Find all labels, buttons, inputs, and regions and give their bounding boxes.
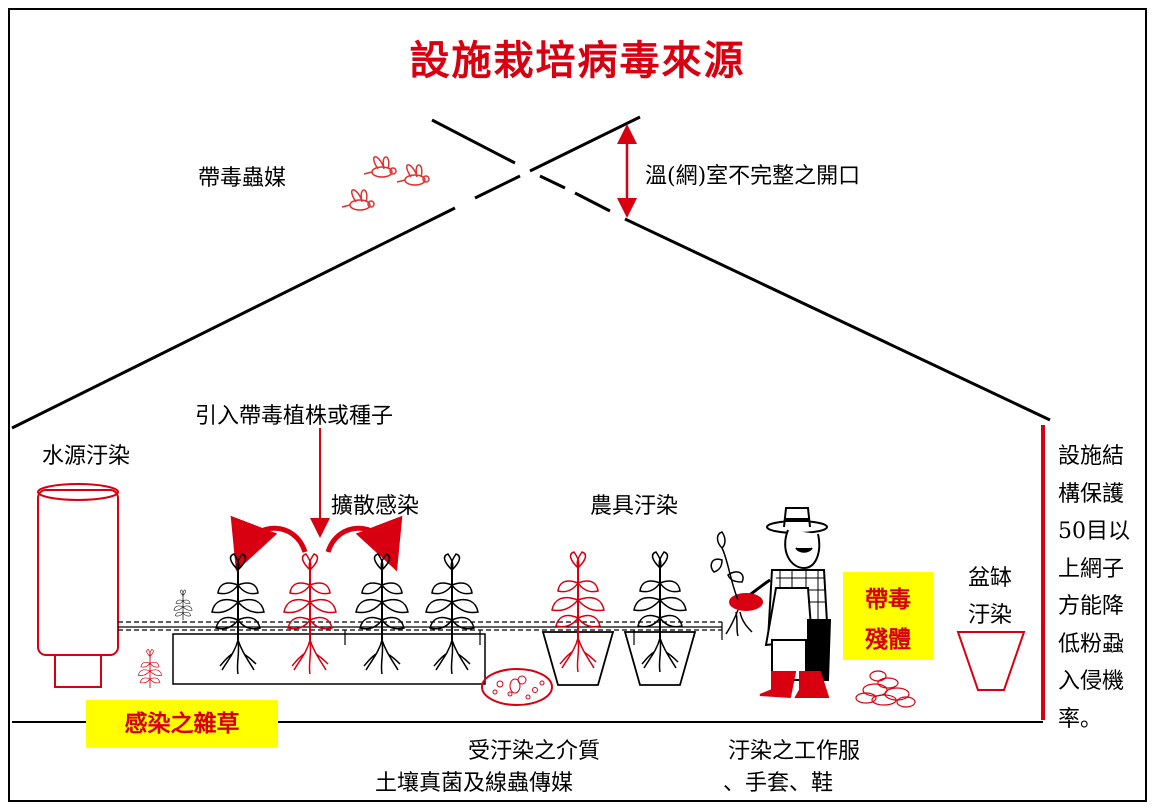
side-note-line: 入侵機 <box>1058 669 1125 694</box>
label-virus-residue-2: 殘體 <box>865 626 911 653</box>
label-infected-plants: 引入帶毒植株或種子 <box>195 404 394 429</box>
label-contaminated-medium-1: 受汙染之介質 <box>468 739 601 764</box>
side-note: 設施結 構保護 50目以 上網子 方能降 低粉蝨 入侵機 率。 <box>1058 438 1150 738</box>
side-note-line: 上網子 <box>1058 556 1125 582</box>
label-pot-contamination-1: 盆缽 <box>968 566 1013 591</box>
water-tank-icon <box>37 483 119 688</box>
side-note-line: 率。 <box>1058 706 1103 732</box>
label-pot-contamination-2: 汙染 <box>968 603 1013 628</box>
farmer-icon <box>729 507 832 699</box>
spread-arrows <box>230 515 403 572</box>
medium-icon <box>481 668 553 706</box>
label-vector-insects: 帶毒蟲媒 <box>198 166 287 191</box>
virus-residue-badge: 帶毒 殘體 <box>843 572 933 660</box>
weed-icon <box>137 648 163 689</box>
label-infected-weeds: 感染之雜草 <box>86 700 278 748</box>
residue-icon <box>855 670 916 708</box>
diagram-frame <box>8 8 1147 802</box>
pot-icon <box>541 631 697 686</box>
pot-icon <box>956 631 1026 691</box>
label-spread-infection: 擴散感染 <box>331 494 420 519</box>
side-note-line: 構保護 <box>1058 481 1125 507</box>
held-plant-icon <box>710 531 753 637</box>
planting-box <box>172 633 486 685</box>
label-water-contamination: 水源汙染 <box>42 444 131 469</box>
label-virus-residue-1: 帶毒 <box>865 586 911 613</box>
label-contaminated-medium-2: 土壤真菌及線蟲傳媒 <box>375 771 574 796</box>
greenhouse-roof <box>11 115 1051 430</box>
fly-icon <box>341 156 430 211</box>
page-title: 設施栽培病毒來源 <box>409 37 746 84</box>
label-greenhouse-opening: 溫(網)室不完整之開口 <box>645 164 861 189</box>
plant-icon <box>551 551 687 673</box>
side-note-line: 方能降 <box>1058 594 1125 619</box>
side-note-line: 設施結 <box>1058 444 1125 469</box>
side-note-line: 低粉蝨 <box>1058 631 1125 657</box>
label-tool-contamination: 農具汙染 <box>590 494 679 519</box>
label-work-clothes-2: 、手套、鞋 <box>723 771 834 796</box>
label-work-clothes-1: 汙染之工作服 <box>728 739 861 764</box>
side-note-line: 50目以 <box>1058 519 1130 544</box>
plant-icon <box>173 553 479 675</box>
